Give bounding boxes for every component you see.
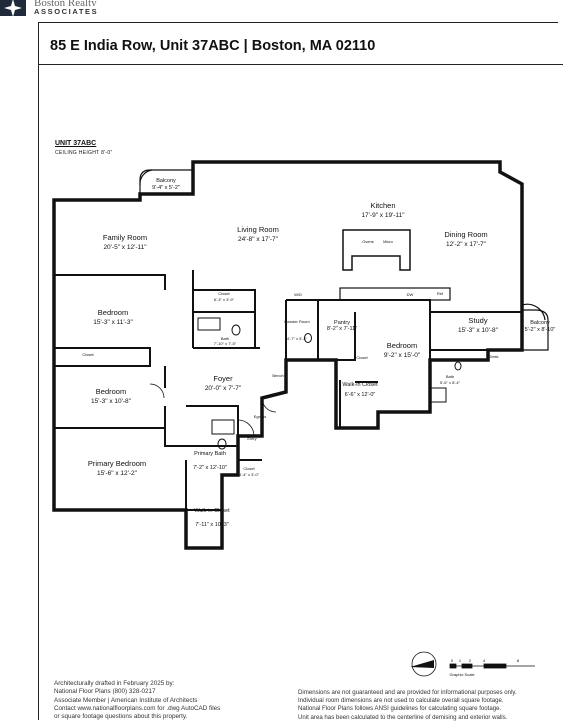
- room-dims: 4'-4" x 3'-0": [239, 472, 260, 477]
- room-name: Bedroom: [96, 387, 126, 396]
- room-dims: 15'-6" x 12'-2": [97, 470, 138, 477]
- wd-label: W/D: [294, 292, 302, 297]
- room-name: Powder Room: [284, 319, 310, 324]
- room-dims: 20'-0" x 7'-7": [205, 385, 242, 392]
- kitchen-counter: [339, 287, 451, 301]
- egress-label: Egress: [254, 414, 266, 419]
- scale-tick-0: 0: [451, 658, 454, 663]
- room-name: Bedroom: [98, 308, 128, 317]
- disclaimer-line: Unit area has been calculated to the cen…: [298, 713, 508, 721]
- room-name: Pantry: [334, 320, 350, 326]
- scale-tick-4: 4: [483, 658, 486, 663]
- room-name: Foyer: [213, 374, 233, 383]
- room-name: Bedroom: [387, 341, 417, 350]
- room-dims: 17'-9" x 19'-11": [361, 212, 405, 219]
- room-name: Balcony: [530, 320, 550, 326]
- balcony-left-arc: [139, 169, 153, 186]
- bench-label: Bench: [272, 373, 283, 378]
- scale-tick-1: 1: [459, 658, 462, 663]
- compass-logo-icon: [0, 0, 26, 16]
- room-dims: 4'-7" x 5'-3": [287, 336, 308, 341]
- room-dims: 9'-4" x 5'-2": [152, 185, 180, 191]
- toilet-study-bath: [454, 361, 462, 371]
- disclaimer-line: Dimensions are not guaranteed and are pr…: [298, 689, 517, 696]
- exterior-wall: [52, 160, 524, 550]
- room-dims: 7'-2" x 12'-10": [193, 465, 227, 471]
- disclaimer: Dimensions are not guaranteed and are pr…: [298, 689, 517, 722]
- disclaimer-line: National Floor Plans follows ANSI guidel…: [298, 705, 502, 713]
- room-name: Family Room: [103, 233, 147, 242]
- micro-label: Micro: [383, 239, 394, 244]
- room-name: Closet: [243, 466, 255, 471]
- ovens-label: Ovens: [362, 239, 374, 244]
- scale-label: Graphic Scale: [449, 672, 475, 677]
- closet-label: Closet: [356, 355, 368, 360]
- room-dims: 7'-10" x 7'-5": [214, 341, 237, 346]
- room-dims: 5'-2" x 8'-10": [525, 327, 556, 333]
- balcony-right-arc: [521, 303, 546, 321]
- room-dims: 7'-11" x 10'-3": [195, 522, 228, 528]
- door-swing-egress: [261, 397, 277, 413]
- room-name: Living Room: [237, 225, 279, 234]
- credit-line: Associate Member | American Institute of…: [54, 696, 198, 704]
- toilet-powder: [304, 333, 312, 343]
- room-dims: 5'-6" x 8'-4": [440, 380, 461, 385]
- disclaimer-line: Individual room dimensions are not used …: [298, 697, 504, 705]
- room-name: Bath: [446, 374, 454, 379]
- room-name: Primary Bath: [194, 451, 226, 457]
- toilet-bath: [231, 324, 241, 336]
- entry-label: Entry: [247, 436, 256, 441]
- room-dims: 15'-3" x 10'-8": [458, 327, 499, 334]
- desk-label: Desk: [489, 354, 498, 359]
- credit-line: National Floor Plans (800) 328-0217: [54, 688, 156, 696]
- brand-name: Boston Realty: [34, 0, 97, 6]
- room-dims: 15'-3" x 11'-3": [93, 319, 133, 326]
- room-dims: 12'-2" x 17'-7": [446, 241, 487, 248]
- graphic-scale: [449, 663, 535, 669]
- room-name: Closet: [218, 291, 230, 296]
- door-swing-entry: [237, 419, 255, 437]
- bathtub: [197, 317, 221, 331]
- page-frame: [38, 22, 558, 720]
- credit-line: Contact www.nationalfloorplans.com for .…: [54, 704, 221, 712]
- room-name: Dining Room: [444, 230, 487, 239]
- ceiling-height: CEILING HEIGHT 8'-0": [55, 150, 113, 156]
- room-dims: 20'-5" x 12'-11": [103, 244, 147, 251]
- room-dims: 15'-3" x 10'-8": [91, 398, 132, 405]
- room-name: Walk-in Closet: [342, 382, 378, 388]
- north-arrow-icon: [410, 651, 437, 677]
- room-dims: 9'-2" x 15'-0": [384, 352, 421, 359]
- credit-line: Architecturally drafted in February 2025…: [54, 680, 175, 687]
- scale-tick-2: 2: [469, 658, 472, 663]
- ref-label: Ref: [437, 291, 444, 296]
- room-dims: 8'-2" x 7'-11": [327, 326, 357, 332]
- shower-primary: [211, 419, 235, 435]
- room-name: Primary Bedroom: [88, 459, 146, 468]
- room-name: Kitchen: [370, 201, 395, 210]
- north-label: North: [419, 663, 429, 668]
- dw-label: DW: [407, 292, 414, 297]
- room-name: Walk-in Closet: [194, 508, 230, 514]
- toilet-primary: [217, 438, 227, 450]
- room-name: Balcony: [156, 178, 176, 184]
- header-divider: [38, 64, 563, 65]
- scale-tick-8: 8: [517, 658, 520, 663]
- room-name: Bath: [221, 336, 229, 341]
- closet-label: Closet: [82, 352, 94, 357]
- kitchen-island: [342, 229, 411, 271]
- drafting-credit: Architecturally drafted in February 2025…: [54, 680, 220, 721]
- credit-line: or square footage questions about this p…: [54, 713, 188, 721]
- brand-logo: Boston Realty ASSOCIATES: [0, 0, 160, 20]
- door-swing-bedroom: [149, 383, 165, 399]
- room-dims: 24'-8" x 17'-7": [238, 236, 279, 243]
- property-address: 85 E India Row, Unit 37ABC | Boston, MA …: [50, 38, 376, 54]
- balcony-right-outline: [522, 309, 549, 351]
- room-dims: 6'-6" x 12'-0": [345, 392, 376, 398]
- unit-title: UNIT 37ABC: [55, 140, 97, 147]
- brand-tagline: ASSOCIATES: [34, 7, 99, 16]
- room-dims: 6'-3" x 3'-9": [214, 297, 235, 302]
- room-name: Study: [468, 316, 487, 325]
- shower-study: [429, 387, 447, 403]
